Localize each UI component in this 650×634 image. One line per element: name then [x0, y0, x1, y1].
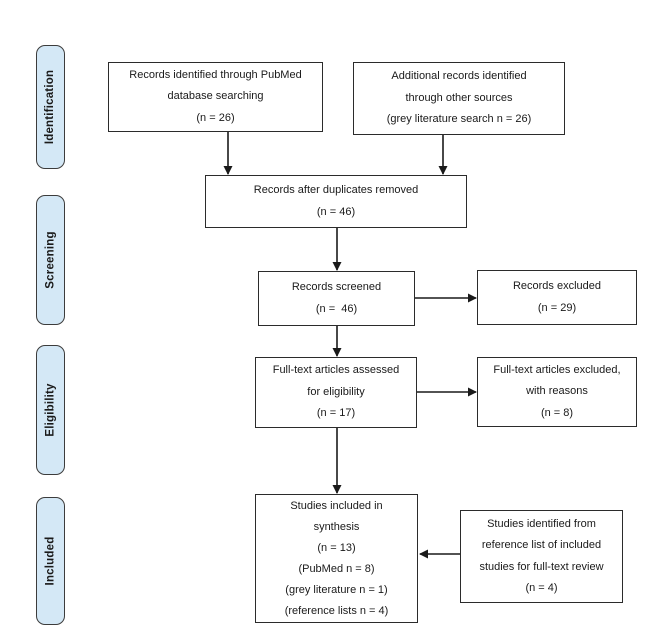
box-text-line: Records excluded	[512, 280, 602, 292]
box-text-line: database searching	[167, 90, 264, 103]
stage-screening: Screening	[36, 195, 65, 325]
box-count-line: (PubMed n = 8)	[298, 562, 375, 575]
stage-identification-label: Identification	[44, 69, 57, 145]
box-count-line: (n = 13)	[317, 541, 356, 554]
box-text-line: studies for full-text review	[479, 560, 604, 573]
box-count-line: (n = 29)	[537, 301, 577, 314]
box-count-line: (reference lists n = 4)	[284, 604, 389, 617]
box-text-line: with reasons	[526, 385, 588, 398]
box-text-line: Records screened	[291, 281, 382, 293]
box-text-line: Records identified through PubMed	[129, 68, 302, 81]
stage-included-label: Included	[44, 536, 57, 586]
box-text-line: Records after duplicates removed	[253, 184, 419, 196]
box-text-line: Studies included in	[290, 499, 383, 512]
stage-eligibility-label: Eligibility	[44, 383, 57, 437]
box-text-line: Full-text articles assessed	[272, 364, 400, 377]
box-records-identified-pubmed: Records identified through PubMed databa…	[108, 62, 323, 132]
box-studies-included-synthesis: Studies included in synthesis (n = 13) (…	[255, 494, 418, 623]
box-text-line: reference list of included	[481, 539, 602, 551]
box-count-line: (n = 46)	[316, 205, 356, 218]
box-text-line: Additional records identified	[391, 70, 527, 83]
box-text-line: for eligibility	[307, 385, 365, 398]
box-count-line: (n = 8)	[540, 406, 574, 419]
box-text-line: through other sources	[405, 91, 513, 104]
box-records-after-duplicates-removed: Records after duplicates removed (n = 46…	[205, 175, 467, 228]
box-count-line: (grey literature n = 1)	[285, 583, 388, 596]
box-additional-records-other-sources: Additional records identified through ot…	[353, 62, 565, 135]
box-count-line: (n = 26)	[196, 111, 235, 124]
stage-identification: Identification	[36, 45, 65, 169]
box-count-line: (n = 4)	[525, 582, 558, 594]
stage-screening-label: Screening	[44, 231, 57, 289]
stage-eligibility: Eligibility	[36, 345, 65, 475]
box-count-line: (n = 46)	[315, 302, 358, 315]
box-records-screened: Records screened (n = 46)	[258, 271, 415, 326]
box-count-line: (n = 17)	[316, 407, 356, 420]
box-count-line: (grey literature search n = 26)	[386, 113, 532, 126]
box-records-excluded: Records excluded (n = 29)	[477, 270, 637, 325]
box-fulltext-articles-assessed: Full-text articles assessed for eligibil…	[255, 357, 417, 428]
box-text-line: Full-text articles excluded,	[493, 363, 621, 376]
box-text-line: synthesis	[313, 520, 360, 533]
box-fulltext-articles-excluded: Full-text articles excluded, with reason…	[477, 357, 637, 427]
stage-included: Included	[36, 497, 65, 625]
box-text-line: Studies identified from	[487, 517, 596, 530]
box-studies-identified-reference-list: Studies identified from reference list o…	[460, 510, 623, 603]
